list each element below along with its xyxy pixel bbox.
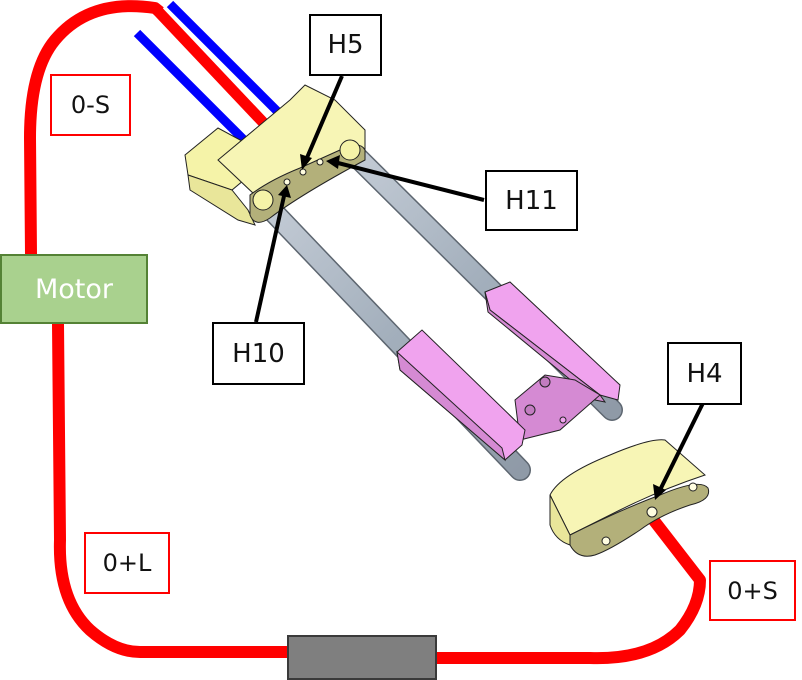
bottom-hole-right — [688, 482, 698, 492]
motor-box: Motor — [0, 254, 148, 324]
leader-h4 — [658, 402, 705, 491]
carriage-left-sleeve — [396, 329, 526, 461]
arrowhead-h10 — [278, 185, 291, 198]
label-h10-text: H10 — [232, 338, 285, 369]
hole-h5 — [299, 168, 307, 176]
cable-segment-top — [24, 0, 164, 255]
arrowhead-h5 — [300, 154, 312, 170]
hole-h10 — [283, 178, 291, 186]
carriage-hole — [524, 404, 536, 416]
guide-wire-lower — [133, 29, 259, 155]
cable-segment-bottom — [437, 514, 706, 665]
rod-hole-right — [339, 139, 361, 161]
leader-arrows — [254, 75, 705, 500]
arrowhead-h11 — [326, 155, 340, 169]
label-h4: H4 — [667, 342, 742, 405]
cable-segment-left — [52, 323, 287, 658]
cable-loop — [24, 0, 706, 665]
bottom-bracket-top — [549, 439, 706, 536]
hole-h11 — [316, 158, 324, 166]
label-h4-text: H4 — [686, 358, 723, 389]
top-bracket-side — [187, 174, 256, 226]
carriage-left-sleeve-shade — [396, 350, 506, 462]
label-zero-plus-s-text: 0+S — [727, 576, 778, 605]
label-h5-text: H5 — [327, 30, 364, 60]
carriage-hole — [539, 376, 551, 388]
label-zero-plus-l: 0+L — [84, 532, 170, 594]
inline-cable-block — [287, 635, 437, 680]
bottom-bracket — [549, 439, 710, 557]
guide-wires — [133, 0, 296, 155]
label-h11: H11 — [485, 170, 578, 231]
leader-h10 — [254, 195, 286, 323]
leader-h5 — [304, 75, 344, 161]
label-zero-plus-l-text: 0+L — [102, 549, 152, 577]
carriage-hole — [559, 416, 567, 424]
leader-h11 — [337, 161, 485, 202]
label-h10: H10 — [212, 322, 305, 385]
hole-h4 — [646, 506, 658, 518]
label-zero-minus-s: 0-S — [50, 74, 131, 136]
bottom-hole-left — [601, 536, 611, 546]
label-h5: H5 — [309, 14, 382, 76]
label-zero-plus-s: 0+S — [709, 560, 796, 621]
label-zero-minus-s-text: 0-S — [70, 91, 111, 119]
label-h11-text: H11 — [505, 185, 558, 216]
carriage — [396, 281, 621, 462]
motor-label: Motor — [34, 273, 114, 305]
rod-hole-left — [252, 189, 274, 211]
guide-wire-upper — [166, 0, 296, 130]
arrowhead-h4 — [653, 484, 666, 500]
bottom-bracket-side — [549, 494, 571, 546]
cable-segment-entry — [151, 4, 279, 139]
